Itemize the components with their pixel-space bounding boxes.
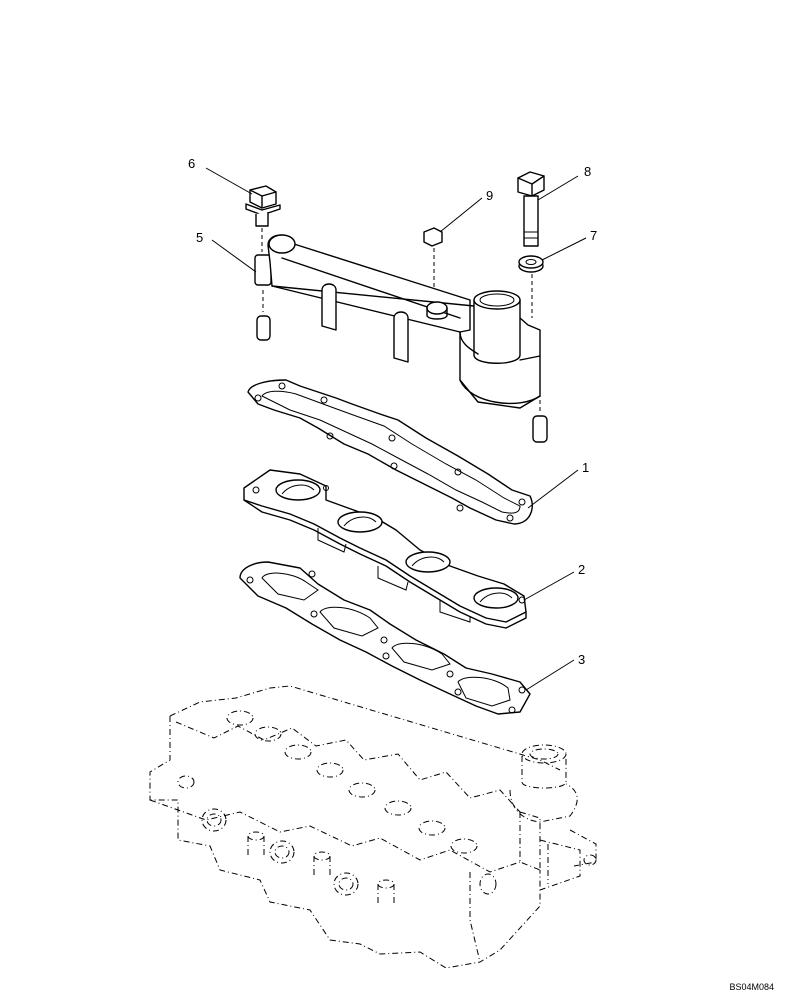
spacer-plate-part-2 [243, 469, 527, 629]
callout-6: 7 [590, 228, 597, 243]
callout-7: 8 [584, 164, 591, 179]
callout-2: 2 [578, 562, 585, 577]
cylinder-head-phantom [149, 685, 597, 969]
callout-9: 9 [486, 188, 493, 203]
long-bolt-part-7 [517, 171, 545, 247]
gasket-part-1 [247, 379, 533, 525]
callout-3: 3 [578, 652, 585, 667]
gasket-part-3 [239, 561, 531, 715]
dowel-part-5 [254, 254, 272, 341]
bolt-part-8 [245, 185, 281, 252]
manifold-housing [267, 234, 541, 409]
callout-8: 6 [188, 156, 195, 171]
leader-lines [205, 167, 587, 691]
callout-5: 5 [196, 230, 203, 245]
plug-part-9 [423, 227, 443, 298]
washer-part-6 [518, 255, 548, 443]
callout-1: 1 [582, 460, 589, 475]
figure-reference-code: BS04M084 [729, 982, 774, 992]
